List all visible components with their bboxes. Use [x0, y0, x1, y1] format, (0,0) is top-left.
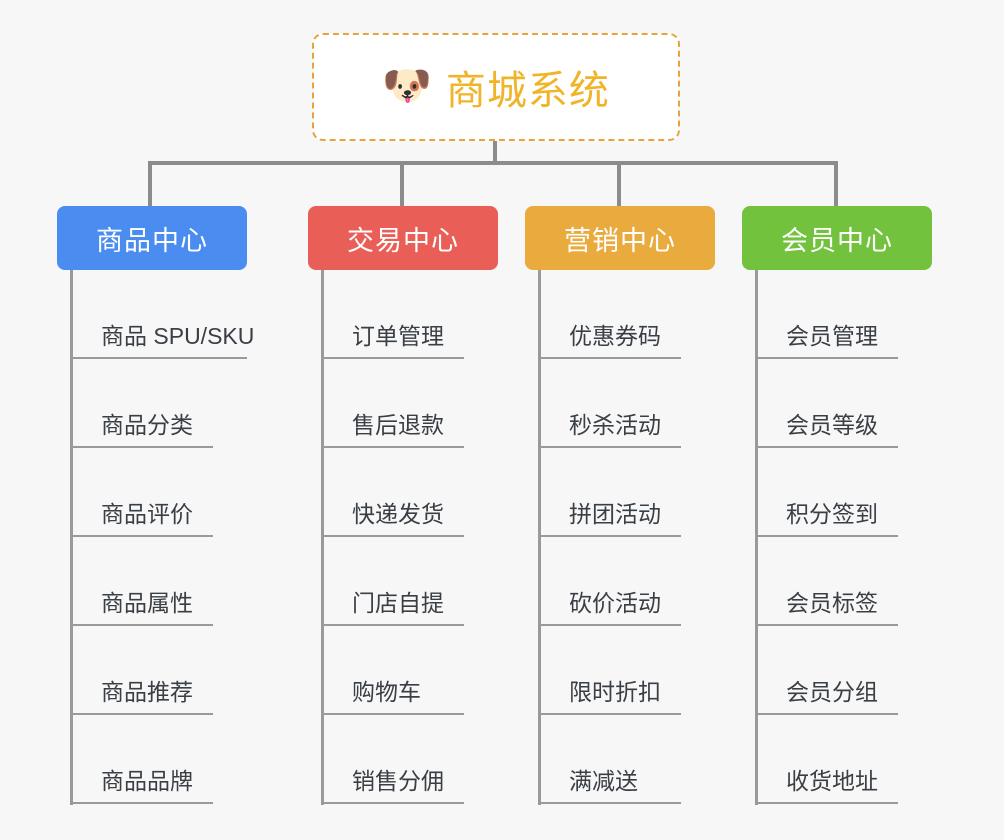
leaf-list-4: 会员管理 会员等级 积分签到 会员标签 会员分组 收货地址	[742, 270, 932, 804]
list-item[interactable]: 商品属性	[57, 537, 247, 626]
list-item[interactable]: 收货地址	[742, 715, 932, 804]
list-item[interactable]: 限时折扣	[525, 626, 715, 715]
list-item[interactable]: 优惠券码	[525, 270, 715, 359]
leaf-label: 商品评价	[71, 495, 213, 537]
branch-marketing-center: 营销中心 优惠券码 秒杀活动 拼团活动 砍价活动 限时折扣 满减送	[525, 206, 715, 805]
leaf-label: 门店自提	[322, 584, 464, 626]
leaf-label: 商品分类	[71, 406, 213, 448]
connector-drop-1	[148, 161, 152, 208]
list-item[interactable]: 购物车	[308, 626, 498, 715]
category-title-1: 商品中心	[96, 225, 208, 256]
leaf-label: 销售分佣	[322, 762, 464, 804]
branch-spine-2	[321, 270, 324, 805]
connector-root-stem	[493, 141, 497, 165]
leaf-label: 会员等级	[756, 406, 898, 448]
list-item[interactable]: 商品分类	[57, 359, 247, 448]
leaf-label: 砍价活动	[539, 584, 681, 626]
leaf-label: 优惠券码	[539, 317, 681, 359]
leaf-label: 满减送	[539, 762, 681, 804]
category-header-member-center[interactable]: 会员中心	[742, 206, 932, 270]
category-header-product-center[interactable]: 商品中心	[57, 206, 247, 270]
list-item[interactable]: 会员管理	[742, 270, 932, 359]
list-item[interactable]: 商品推荐	[57, 626, 247, 715]
leaf-label: 商品推荐	[71, 673, 213, 715]
list-item[interactable]: 商品品牌	[57, 715, 247, 804]
leaf-list-1: 商品 SPU/SKU 商品分类 商品评价 商品属性 商品推荐 商品品牌	[57, 270, 254, 804]
leaf-label: 拼团活动	[539, 495, 681, 537]
branch-trade-center: 交易中心 订单管理 售后退款 快递发货 门店自提 购物车 销售分佣	[308, 206, 498, 805]
leaf-label: 会员管理	[756, 317, 898, 359]
leaf-label: 收货地址	[756, 762, 898, 804]
list-item[interactable]: 门店自提	[308, 537, 498, 626]
leaf-label: 会员标签	[756, 584, 898, 626]
list-item[interactable]: 商品评价	[57, 448, 247, 537]
list-item[interactable]: 会员等级	[742, 359, 932, 448]
leaf-label: 会员分组	[756, 673, 898, 715]
branch-spine-4	[755, 270, 758, 805]
list-item[interactable]: 拼团活动	[525, 448, 715, 537]
leaf-label: 快递发货	[322, 495, 464, 537]
branch-spine-3	[538, 270, 541, 805]
list-item[interactable]: 商品 SPU/SKU	[57, 270, 254, 359]
root-node-title: 商城系统	[445, 69, 610, 113]
root-node-shop-system[interactable]: 🐶 商城系统	[312, 33, 680, 141]
connector-drop-2	[400, 161, 404, 208]
branch-spine-1	[70, 270, 73, 805]
branch-product-center: 商品中心 商品 SPU/SKU 商品分类 商品评价 商品属性 商品推荐 商品品牌	[57, 206, 254, 805]
connector-drop-3	[617, 161, 621, 208]
list-item[interactable]: 积分签到	[742, 448, 932, 537]
list-item[interactable]: 秒杀活动	[525, 359, 715, 448]
branch-member-center: 会员中心 会员管理 会员等级 积分签到 会员标签 会员分组 收货地址	[742, 206, 932, 805]
category-header-marketing-center[interactable]: 营销中心	[525, 206, 715, 270]
category-title-4: 会员中心	[781, 225, 893, 256]
list-item[interactable]: 会员分组	[742, 626, 932, 715]
list-item[interactable]: 会员标签	[742, 537, 932, 626]
leaf-label: 商品属性	[71, 584, 213, 626]
leaf-label: 商品 SPU/SKU	[71, 317, 254, 359]
list-item[interactable]: 满减送	[525, 715, 715, 804]
leaf-label: 限时折扣	[539, 673, 681, 715]
list-item[interactable]: 砍价活动	[525, 537, 715, 626]
category-title-3: 营销中心	[564, 225, 676, 256]
leaf-list-3: 优惠券码 秒杀活动 拼团活动 砍价活动 限时折扣 满减送	[525, 270, 715, 804]
shiba-dog-face-icon: 🐶	[382, 64, 432, 108]
list-item[interactable]: 销售分佣	[308, 715, 498, 804]
leaf-label: 订单管理	[322, 317, 464, 359]
leaf-label: 商品品牌	[71, 762, 213, 804]
leaf-label: 售后退款	[322, 406, 464, 448]
connector-drop-4	[834, 161, 838, 208]
leaf-list-2: 订单管理 售后退款 快递发货 门店自提 购物车 销售分佣	[308, 270, 498, 804]
list-item[interactable]: 订单管理	[308, 270, 498, 359]
leaf-label: 购物车	[322, 673, 464, 715]
list-item[interactable]: 快递发货	[308, 448, 498, 537]
category-title-2: 交易中心	[347, 225, 459, 256]
list-item[interactable]: 售后退款	[308, 359, 498, 448]
category-header-trade-center[interactable]: 交易中心	[308, 206, 498, 270]
connector-horizontal-bus	[148, 161, 838, 165]
leaf-label: 秒杀活动	[539, 406, 681, 448]
leaf-label: 积分签到	[756, 495, 898, 537]
